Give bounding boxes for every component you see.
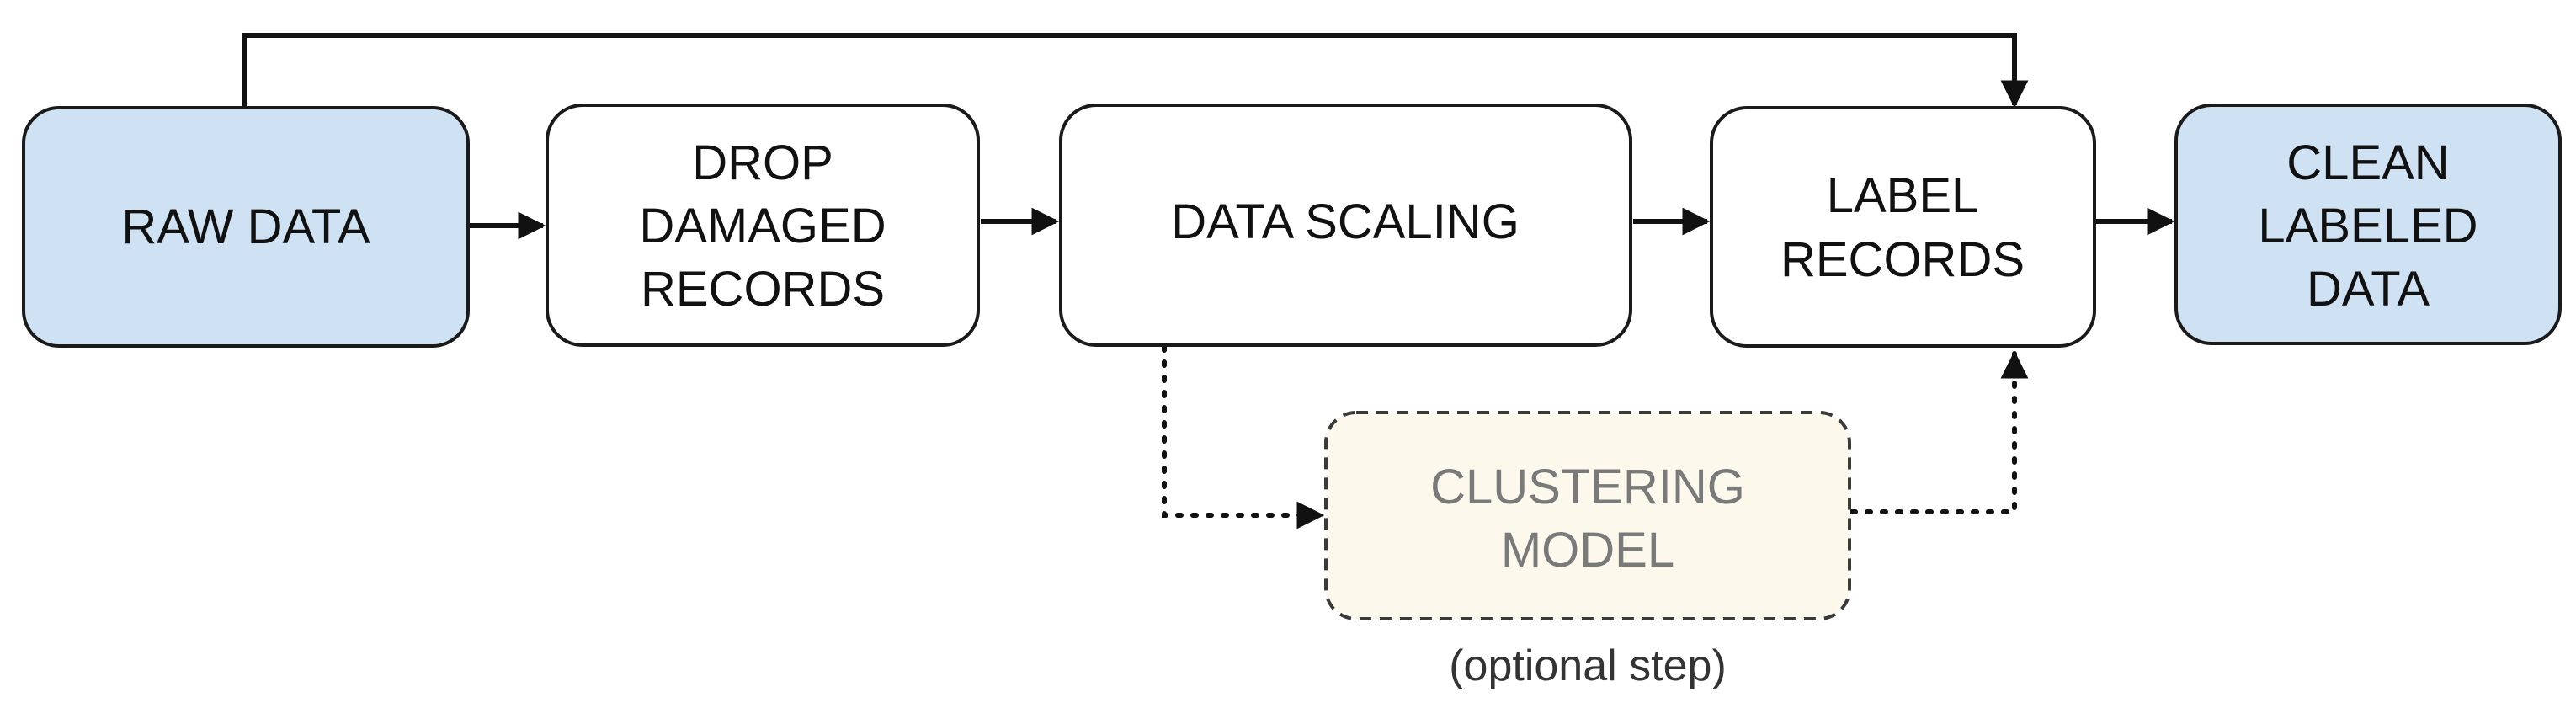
- node-raw-data-box: [22, 106, 470, 348]
- node-drop-damaged-records-box: [546, 104, 980, 347]
- node-clean-labeled-data-line-1: CLEAN: [2286, 136, 2449, 190]
- connectors: [242, 33, 2175, 530]
- node-drop-damaged-records: DROP DAMAGED RECORDS: [546, 104, 980, 347]
- node-label-records-box: [1710, 106, 2096, 348]
- node-clustering-model-line-2: MODEL: [1501, 523, 1674, 578]
- bypass-arrow: [242, 33, 2029, 109]
- dotted-arrow-scaling-to-clustering: [1162, 344, 1325, 530]
- node-clustering-model-box: [1324, 411, 1851, 620]
- node-clustering-model-line-1: CLUSTERING: [1430, 460, 1745, 514]
- optional-step-note: (optional step): [1449, 641, 1727, 690]
- dotted-arrow-clustering-to-label: [1850, 350, 2029, 514]
- node-clean-labeled-data-box: [2174, 104, 2562, 345]
- node-clean-labeled-data-line-2: LABELED: [2258, 199, 2478, 253]
- node-label-records-line-2: RECORDS: [1780, 232, 2025, 287]
- node-raw-data: RAW DATA: [22, 106, 470, 348]
- node-clean-labeled-data-line-3: DATA: [2307, 262, 2430, 317]
- node-drop-damaged-records-line-3: RECORDS: [641, 262, 885, 317]
- node-clustering-model: CLUSTERING MODEL: [1324, 411, 1851, 620]
- node-label-records: LABEL RECORDS: [1710, 106, 2096, 348]
- node-drop-damaged-records-line-1: DROP: [692, 136, 833, 190]
- node-data-scaling: DATA SCALING: [1059, 104, 1632, 347]
- node-clean-labeled-data: CLEAN LABELED DATA: [2174, 104, 2562, 345]
- node-raw-data-label: RAW DATA: [121, 200, 370, 254]
- node-drop-damaged-records-line-2: DAMAGED: [639, 199, 886, 253]
- node-data-scaling-box: [1059, 104, 1632, 347]
- node-label-records-line-1: LABEL: [1827, 168, 1979, 223]
- node-data-scaling-label: DATA SCALING: [1171, 194, 1520, 249]
